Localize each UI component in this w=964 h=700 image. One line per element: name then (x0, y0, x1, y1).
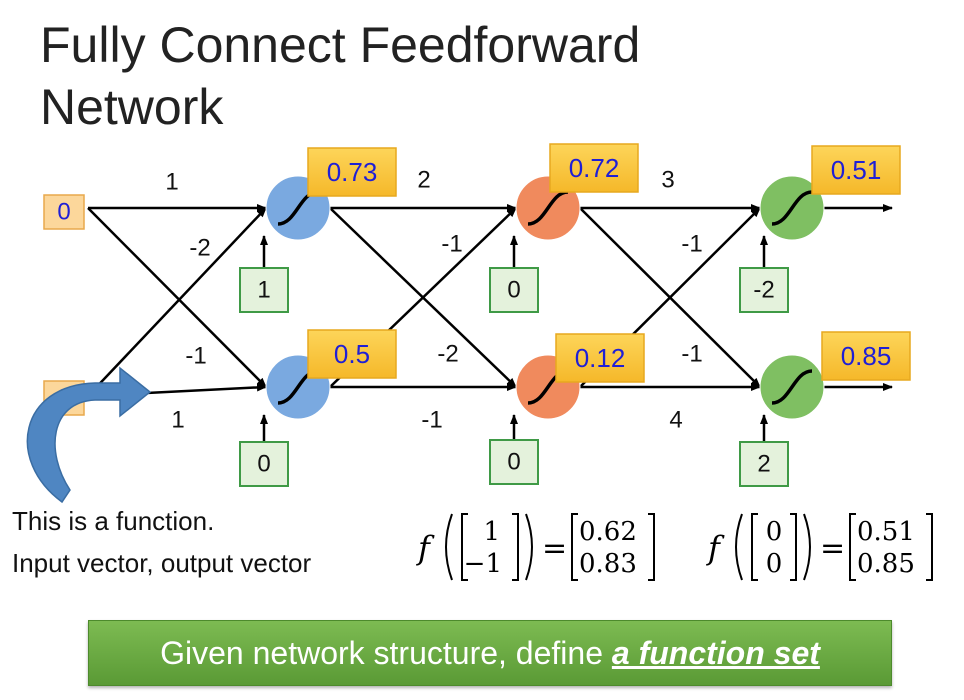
function-set-banner: Given network structure, define a functi… (88, 620, 892, 686)
edge-l1-from2-to1 (87, 207, 267, 397)
bias-value-l3-n2: 2 (757, 451, 770, 478)
sigmoid-icon (771, 190, 813, 226)
title-line-2: Network (40, 79, 224, 135)
bias-box-l2-n2 (489, 439, 539, 485)
eq2-input-1: 0 (766, 517, 783, 547)
eq1-input-bracket-left (461, 513, 468, 581)
weight-l2-from1-to2: -2 (437, 341, 458, 368)
output-box-l3-n1 (811, 145, 901, 195)
eq2-output-1: 0.51 (857, 517, 915, 547)
bias-value-l1-n2: 0 (257, 451, 270, 478)
sigmoid-icon (771, 369, 813, 405)
bias-value-l2-n1: 0 (507, 277, 520, 304)
eq1-input-1: 1 (483, 517, 500, 547)
eq2-input-2: 0 (766, 549, 783, 579)
eq1-output-2: 0.83 (579, 549, 637, 579)
eq2-f: f (706, 529, 725, 567)
eq2-input-bracket-left (751, 513, 758, 581)
title-line-1: Fully Connect Feedforward (40, 17, 641, 73)
eq2-paren-left (735, 513, 743, 581)
eq2-output-bracket-right (926, 513, 933, 581)
bias-value-l1-n1: 1 (257, 277, 270, 304)
output-value-l3-n2: 0.85 (841, 341, 892, 371)
eq2-input-bracket-right (790, 513, 797, 581)
weight-l1-from1-to2: -1 (185, 343, 206, 370)
weight-l2-from1-to1: 2 (417, 167, 430, 194)
bias-box-l3-n2 (739, 441, 789, 487)
output-value-l2-n1: 0.72 (569, 153, 620, 183)
weight-labels: 1 -2 -1 1 2 -1 -2 -1 3 -1 -1 4 (165, 167, 702, 434)
eq1-f: f (416, 529, 435, 567)
weight-l1-from2-to1: -2 (189, 235, 210, 262)
banner-emphasis: a function set (611, 635, 820, 671)
edge-l3-from1-to2 (579, 207, 761, 388)
eq1-paren-right (525, 513, 533, 581)
bias-group: 1 0 0 0 -2 2 (239, 235, 789, 487)
weight-l1-from2-to2: 1 (171, 407, 184, 434)
weight-l3-from2-to2: 4 (669, 407, 682, 434)
weight-l3-from2-to1: -1 (681, 231, 702, 258)
equations: f 1 −1 = 0.62 0.83 f 0 0 = 0.51 0.85 (416, 513, 933, 581)
note-line-2: Input vector, output vector (12, 548, 312, 578)
eq1-equals: = (542, 531, 567, 566)
equation-2: f 0 0 = 0.51 0.85 (706, 513, 933, 581)
eq1-input-bracket-right (512, 513, 519, 581)
bias-box-l1-n2 (239, 441, 289, 487)
banner-text: Given network structure, define (160, 635, 612, 671)
eq2-paren-right (803, 513, 811, 581)
weight-l2-from2-to1: -1 (441, 231, 462, 258)
weight-l2-from2-to2: -1 (421, 407, 442, 434)
output-value-l1-n2: 0.5 (334, 339, 370, 369)
neuron-outputs: 0.73 0.5 0.72 0.12 0.51 0.85 (307, 143, 911, 383)
eq1-output-bracket-right (648, 513, 655, 581)
output-value-l3-n1: 0.51 (831, 155, 882, 185)
eq2-equals: = (820, 531, 845, 566)
output-box-l1-n1 (307, 147, 397, 197)
bias-value-l3-n1: -2 (753, 277, 774, 304)
weight-l1-from1-to1: 1 (165, 169, 178, 196)
equation-1: f 1 −1 = 0.62 0.83 (416, 513, 655, 581)
eq1-output-bracket-left (571, 513, 578, 581)
output-value-l2-n2: 0.12 (575, 343, 626, 373)
output-box-l1-n2 (307, 329, 397, 379)
eq2-output-bracket-left (849, 513, 856, 581)
output-value-l1-n1: 0.73 (327, 157, 378, 187)
function-arrow-icon (26, 366, 152, 504)
bias-box-l1-n1 (239, 267, 289, 313)
bias-box-l2-n1 (489, 267, 539, 313)
output-box-l2-n1 (549, 143, 639, 193)
slide-title: Fully Connect Feedforward Network (40, 14, 800, 138)
weight-l3-from1-to2: -1 (681, 341, 702, 368)
input-value-1: 0 (57, 199, 70, 226)
bias-box-l3-n1 (739, 267, 789, 313)
weight-l3-from1-to1: 3 (661, 167, 674, 194)
input-box-1 (43, 194, 85, 230)
sigmoid-icon (527, 190, 569, 226)
eq2-output-2: 0.85 (857, 549, 915, 579)
note-line-1: This is a function. (12, 506, 215, 536)
eq1-output-1: 0.62 (579, 517, 637, 547)
inputs: 00 (43, 194, 85, 416)
output-box-l2-n2 (555, 333, 645, 383)
edge-l1-from1-to2 (87, 207, 267, 388)
eq1-input-2: −1 (464, 549, 502, 579)
bias-value-l2-n2: 0 (507, 449, 520, 476)
edge-l2-from1-to2 (329, 207, 517, 388)
output-box-l3-n2 (821, 331, 911, 381)
eq1-paren-left (445, 513, 453, 581)
